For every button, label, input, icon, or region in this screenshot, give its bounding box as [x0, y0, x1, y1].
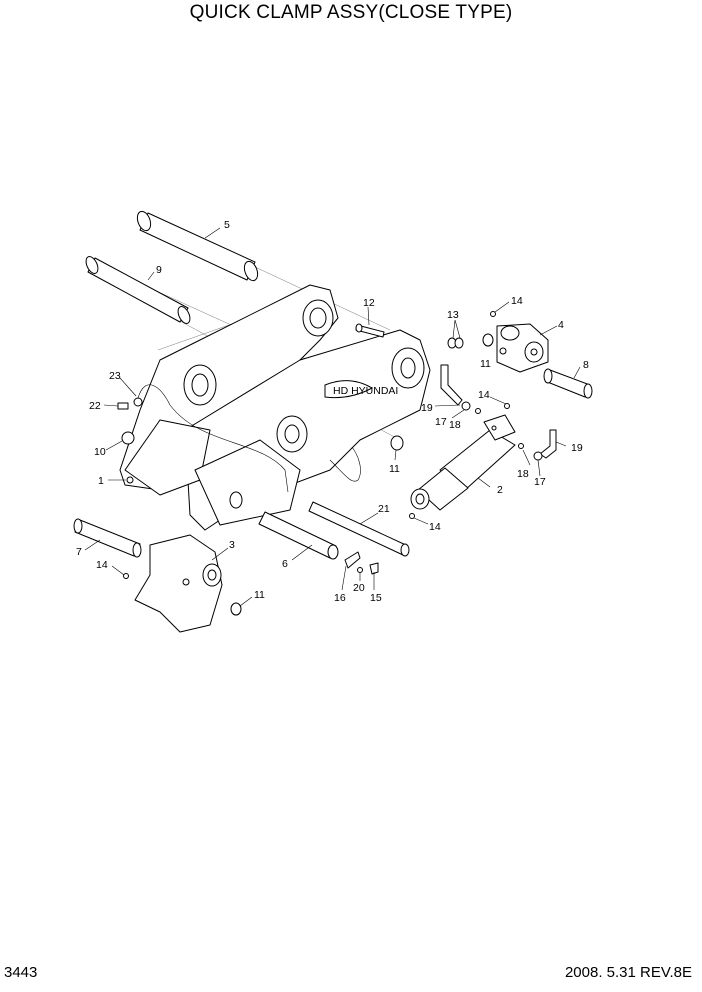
callout-12: 12: [363, 297, 375, 309]
callout-21: 21: [378, 503, 390, 515]
callout-14-cylinder: 14: [478, 389, 490, 401]
callout-labels: 5 9 12 13 14 4 8 11 14 19 17 18 23 22 10…: [76, 219, 589, 604]
callout-23: 23: [109, 370, 121, 382]
callout-14-top: 14: [511, 295, 523, 307]
page-number: 3443: [4, 964, 38, 981]
callout-22: 22: [89, 400, 101, 412]
callout-10: 10: [94, 446, 106, 458]
callout-1: 1: [98, 475, 104, 487]
callout-20: 20: [353, 582, 365, 594]
callout-5: 5: [224, 219, 230, 231]
callout-13: 13: [447, 309, 459, 321]
callout-14-mid: 14: [429, 521, 441, 533]
callout-11-center: 11: [389, 463, 400, 475]
part-9-pin: [85, 256, 191, 324]
page-title: QUICK CLAMP ASSY(CLOSE TYPE): [189, 2, 513, 23]
part-5-upper-pin: [136, 210, 259, 282]
callout-17-left: 17: [435, 416, 447, 428]
leader-lines: [84, 227, 581, 607]
part-21-rod: [308, 501, 410, 557]
part-10-ring: [121, 431, 135, 445]
body-bosses: [126, 299, 425, 509]
callout-3: 3: [229, 539, 235, 551]
callout-15: 15: [370, 592, 382, 604]
part-14-plug-mid: [409, 513, 415, 519]
part-4-clamp-block: [496, 323, 549, 373]
part-1-clamp-body: HD HYUNDAI: [119, 284, 431, 531]
callout-7: 7: [76, 546, 82, 558]
part-8-pin: [543, 368, 593, 399]
callout-2: 2: [497, 484, 503, 496]
part-19-hose-left: [440, 364, 481, 414]
callout-19-left: 19: [421, 402, 433, 414]
part-12-bolt: [355, 323, 385, 338]
part-3-lower-hook: [134, 534, 223, 633]
part-16-plate: [344, 551, 361, 569]
part-14-plug-cylinder: [504, 403, 510, 409]
callout-18-left: 18: [449, 419, 461, 431]
callout-8: 8: [583, 359, 589, 371]
callout-19-right: 19: [571, 442, 583, 454]
callout-11-lower: 11: [254, 589, 265, 601]
part-7-pin: [73, 518, 142, 558]
part-11-ring-lower: [230, 602, 242, 616]
part-14-plug-lower: [123, 573, 129, 579]
part-20-washer: [357, 567, 363, 573]
part-6-pin: [258, 511, 339, 560]
part-15-bolt: [369, 562, 379, 575]
revision-date: 2008. 5.31 REV.8E: [564, 964, 692, 981]
callout-16: 16: [334, 592, 346, 604]
part-11-ring-center: [390, 435, 404, 451]
svg-text:HD HYUNDAI: HD HYUNDAI: [333, 385, 398, 397]
callout-17-right: 17: [534, 476, 546, 488]
part-14-plug-top: [490, 311, 496, 317]
part-23-lock-wire: [117, 384, 289, 493]
callout-18-right: 18: [517, 468, 529, 480]
callout-6: 6: [282, 558, 288, 570]
part-13-fittings: [447, 337, 464, 349]
callout-11-upper: 11: [480, 358, 491, 370]
callout-9: 9: [156, 264, 162, 276]
callout-14-lower: 14: [96, 559, 108, 571]
part-2-hydraulic-cylinder: [410, 414, 516, 511]
callout-4: 4: [558, 319, 564, 331]
part-11-ring-upper: [482, 333, 494, 347]
part-19-hose-right: [518, 429, 557, 461]
